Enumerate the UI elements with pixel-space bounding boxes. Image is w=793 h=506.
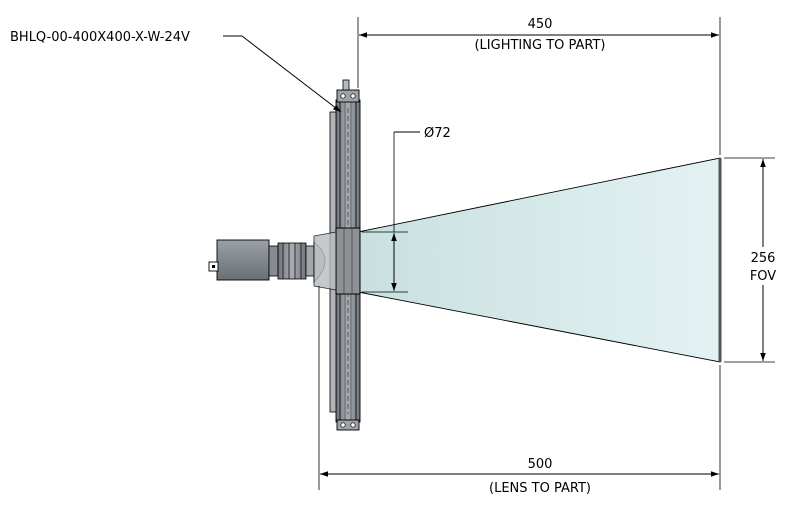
part-label: BHLQ-00-400X400-X-W-24V: [10, 30, 190, 45]
field-of-view-cone: [357, 157, 722, 363]
part-label-leader: [223, 35, 342, 113]
dim-lens-note: (LENS TO PART): [489, 481, 591, 496]
dim-lens-value: 500: [528, 457, 553, 472]
dim-aperture-value: 72: [434, 126, 451, 141]
diameter-symbol: Ø: [424, 126, 434, 141]
dim-fov-value: 256: [751, 251, 776, 266]
dimension-fov: [724, 157, 775, 363]
camera-assembly: [208, 231, 337, 291]
dim-lighting-note: (LIGHTING TO PART): [474, 38, 605, 53]
dimension-lighting-to-part: [357, 17, 721, 155]
dimension-aperture: [362, 131, 420, 293]
dim-lighting-value: 450: [528, 17, 553, 32]
dimension-lens-to-part: [318, 286, 721, 490]
dim-aperture-label: Ø72: [424, 126, 451, 141]
dim-fov-note: FOV: [750, 269, 776, 284]
